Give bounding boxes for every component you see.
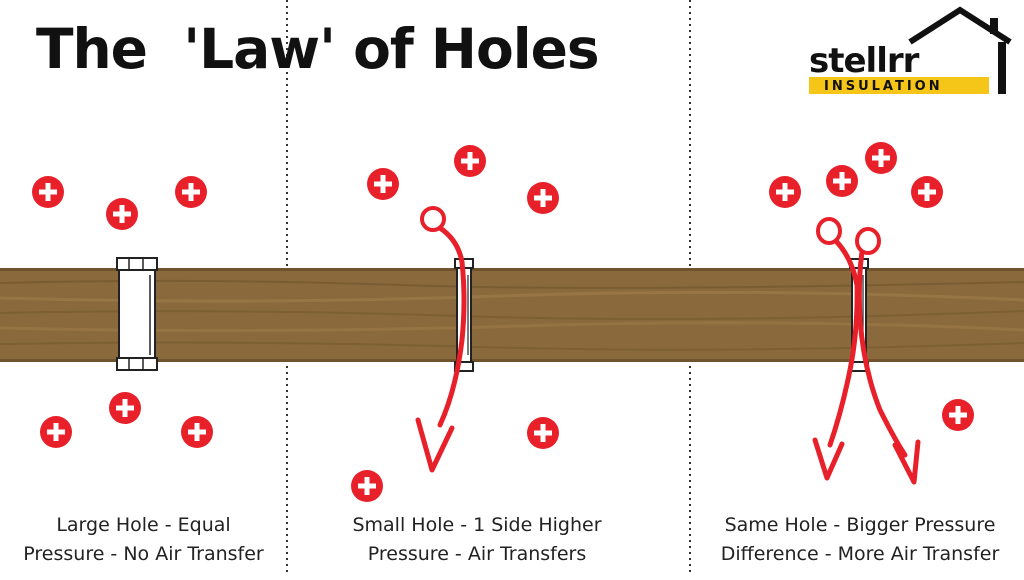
plus-circle-icon [367, 168, 399, 200]
caption-panel-1-line-1: Large Hole - Equal [56, 514, 231, 536]
plus-circle-icon [181, 416, 213, 448]
caption-panel-3: Same Hole - Bigger Pressure Difference -… [700, 511, 1020, 569]
plus-circle-icon [527, 182, 559, 214]
plus-circle-icon [351, 470, 383, 502]
plus-circle-icon [106, 198, 138, 230]
caption-panel-3-line-1: Same Hole - Bigger Pressure [724, 514, 996, 536]
stellrr-logo: stellrr INSULATION [809, 6, 1012, 94]
large-hole [116, 257, 158, 371]
page-title: The 'Law' of Holes [36, 17, 600, 81]
plus-circle-icon [865, 142, 897, 174]
caption-panel-1: Large Hole - Equal Pressure - No Air Tra… [0, 511, 287, 569]
plus-circle-icon [911, 176, 943, 208]
caption-panel-2: Small Hole - 1 Side Higher Pressure - Ai… [322, 511, 632, 569]
plus-circle-icon [454, 145, 486, 177]
plus-circle-icon [769, 176, 801, 208]
caption-panel-2-line-1: Small Hole - 1 Side Higher [352, 514, 602, 536]
airflow-arrow-panel-2 [415, 206, 467, 473]
caption-panel-1-line-2: Pressure - No Air Transfer [23, 543, 264, 565]
caption-panel-2-line-2: Pressure - Air Transfers [367, 543, 587, 565]
caption-panel-3-line-2: Difference - More Air Transfer [720, 543, 1000, 565]
logo-tagline-bar [809, 77, 989, 94]
airflow-arrows-panel-3 [812, 217, 921, 485]
plus-circle-icon [942, 399, 974, 431]
plus-circle-icon [826, 165, 858, 197]
plus-circle-icon [40, 416, 72, 448]
logo-tagline: INSULATION [824, 79, 943, 94]
plus-circle-icon [175, 176, 207, 208]
plus-circle-icon [32, 176, 64, 208]
plus-circle-icon [109, 392, 141, 424]
logo-wordmark: stellrr [809, 41, 920, 81]
house-roof-icon [908, 6, 1012, 94]
plus-circle-icon [527, 417, 559, 449]
